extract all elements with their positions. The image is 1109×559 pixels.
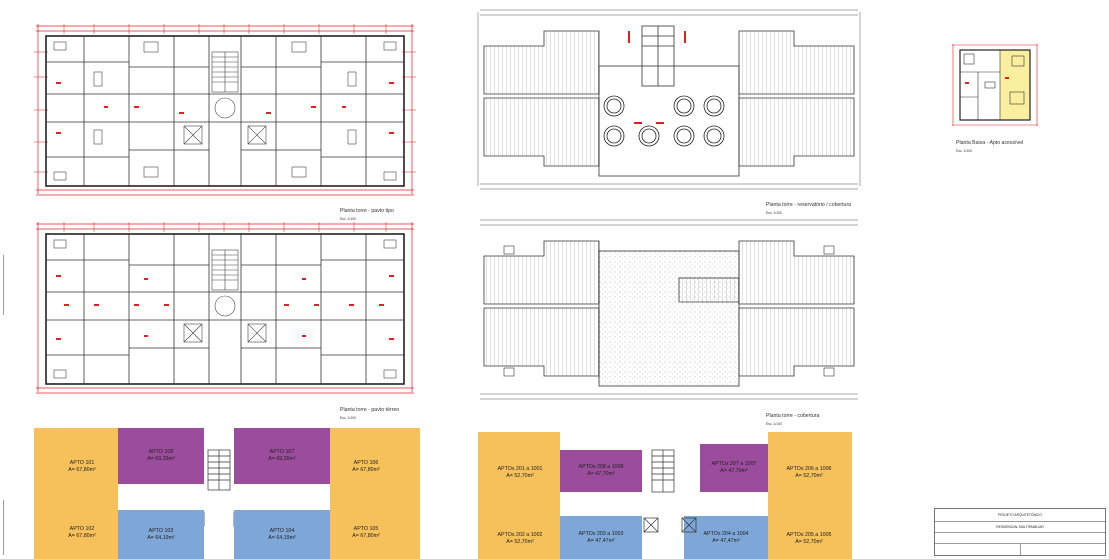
apto-104-zone: APTO 104 A= 64,19m² — [234, 510, 330, 559]
caption-acessivel: Planta Baixa - Apto acessível Esc. 1/100 — [956, 131, 1023, 153]
apto-103-zone: APTO 103 A= 64,19m² — [118, 510, 204, 559]
apto-area: A= 67,80m² — [68, 532, 96, 539]
apto-108-zone: APTO 108 A= 69,39m² — [118, 428, 204, 484]
caption-pavto-terreo: Planta torre - pavto térreo Esc. 1/100 — [340, 398, 399, 420]
apto-name: APTOs 201 a 1001 — [497, 466, 543, 472]
apto-107-zone: APTO 107 A= 69,39m² — [234, 428, 330, 484]
caption-title: Planta torre - cobertura — [766, 413, 820, 419]
caption-title: Planta Baixa - Apto acessível — [956, 140, 1024, 146]
roof-plan-cobertura — [480, 219, 858, 400]
apto-name: APTO 106 — [353, 460, 379, 466]
caption-scale: Esc. 1/100 — [956, 149, 973, 153]
caption-title: Planta torre - pavto térreo — [340, 407, 400, 413]
zoning-diagram-terreo: APTO 101 A= 67,80m² APTO 102 A= 67,80m² … — [34, 428, 420, 559]
caption-scale: Esc. 1/100 — [340, 217, 357, 221]
apto-203-zone: APTOs 203 a 1003 A= 47,47m² — [560, 516, 642, 559]
apto-area: A= 67,80m² — [68, 466, 96, 473]
title-block: PROJETO ARQUITETÔNICO RESIDENCIAL MULTIF… — [934, 508, 1106, 556]
apto-name: APTOs 203 a 1003 — [578, 530, 624, 537]
caption-reservatorio: Planta torre - reservatório / cobertura … — [766, 193, 851, 215]
floor-plan-apto-acessivel — [952, 44, 1038, 126]
apto-name: APTO 104 — [269, 527, 295, 534]
apto-name: APTO 108 — [148, 449, 174, 456]
circulation-core — [643, 449, 697, 533]
apto-area: A= 47,47m² — [587, 537, 615, 544]
apto-area: A= 69,39m² — [268, 456, 296, 462]
apto-name: APTO 107 — [269, 449, 295, 456]
apto-area: A= 64,19m² — [147, 534, 175, 541]
apto-area: A= 52,70m² — [506, 472, 534, 479]
floor-plan-pavto-terreo — [36, 222, 414, 394]
apto-name: APTOs 207 a 1007 — [711, 461, 757, 468]
apto-area: A= 47,70m² — [720, 468, 748, 474]
caption-scale: Esc. 1/100 — [766, 422, 783, 426]
project-type: PROJETO ARQUITETÔNICO — [998, 513, 1042, 517]
apto-204-zone: APTOs 204 a 1004 A= 47,47m² — [684, 516, 768, 559]
caption-cobertura: Planta torre - cobertura Esc. 1/100 — [766, 404, 819, 426]
floor-plan-pavto-tipo — [34, 24, 416, 196]
apto-206-zone: APTOs 206 a 1006 A= 52,70m² APTOs 205 a … — [768, 432, 852, 559]
apto-name: APTOs 204 a 1004 — [703, 530, 749, 537]
project-name: RESIDENCIAL MULTIFAMILIAR — [996, 525, 1044, 529]
title-block-owner-row — [935, 532, 1105, 544]
apto-area: A= 47,70m² — [587, 471, 615, 477]
caption-title: Planta torre - reservatório / cobertura — [766, 202, 852, 208]
circulation-core — [204, 449, 234, 527]
title-block-info-row — [935, 543, 1105, 555]
apto-name: APTO 101 — [69, 460, 95, 466]
apto-name: APTOs 206 a 1006 — [786, 466, 832, 472]
sheet-border-left-tick-2 — [3, 500, 4, 555]
title-block-project-row: PROJETO ARQUITETÔNICO — [935, 509, 1105, 521]
apto-name: APTO 102 — [69, 526, 95, 532]
title-block-name-row: RESIDENCIAL MULTIFAMILIAR — [935, 521, 1105, 533]
caption-title: Planta torre - pavto tipo — [340, 208, 394, 214]
apto-name: APTO 103 — [148, 527, 174, 534]
apto-name: APTOs 208 a 1008 — [578, 464, 624, 471]
apto-area: A= 52,70m² — [795, 472, 823, 479]
caption-pavto-tipo: Planta torre - pavto tipo Esc. 1/100 — [340, 199, 394, 221]
apto-name: APTOs 205 a 1005 — [786, 532, 832, 538]
caption-scale: Esc. 1/100 — [340, 416, 357, 420]
apto-106-zone: APTO 106 A= 67,80m² APTO 105 A= 67,80m² — [330, 428, 420, 559]
caption-scale: Esc. 1/100 — [766, 211, 783, 215]
apto-area: A= 69,39m² — [147, 456, 175, 462]
apto-area: A= 67,80m² — [352, 532, 380, 539]
apto-208-zone: APTOs 208 a 1008 A= 47,70m² — [560, 450, 642, 492]
apto-area: A= 52,70m² — [506, 538, 534, 545]
apto-name: APTO 105 — [353, 526, 379, 532]
zoning-diagram-tipo: APTOs 201 a 1001 A= 52,70m² APTOs 202 a … — [478, 432, 852, 559]
apto-area: A= 52,70m² — [795, 538, 823, 545]
apto-207-zone: APTOs 207 a 1007 A= 47,70m² — [700, 444, 768, 492]
apto-101-zone: APTO 101 A= 67,80m² APTO 102 A= 67,80m² — [34, 428, 118, 559]
roof-plan-reservatorio — [477, 9, 861, 190]
apto-area: A= 67,80m² — [352, 466, 380, 473]
apto-name: APTOs 202 a 1002 — [497, 532, 543, 538]
apto-201-zone: APTOs 201 a 1001 A= 52,70m² APTOs 202 a … — [478, 432, 560, 559]
apto-area: A= 64,19m² — [268, 534, 296, 541]
apto-area: A= 47,47m² — [712, 537, 740, 544]
sheet-border-left-tick — [3, 255, 4, 315]
